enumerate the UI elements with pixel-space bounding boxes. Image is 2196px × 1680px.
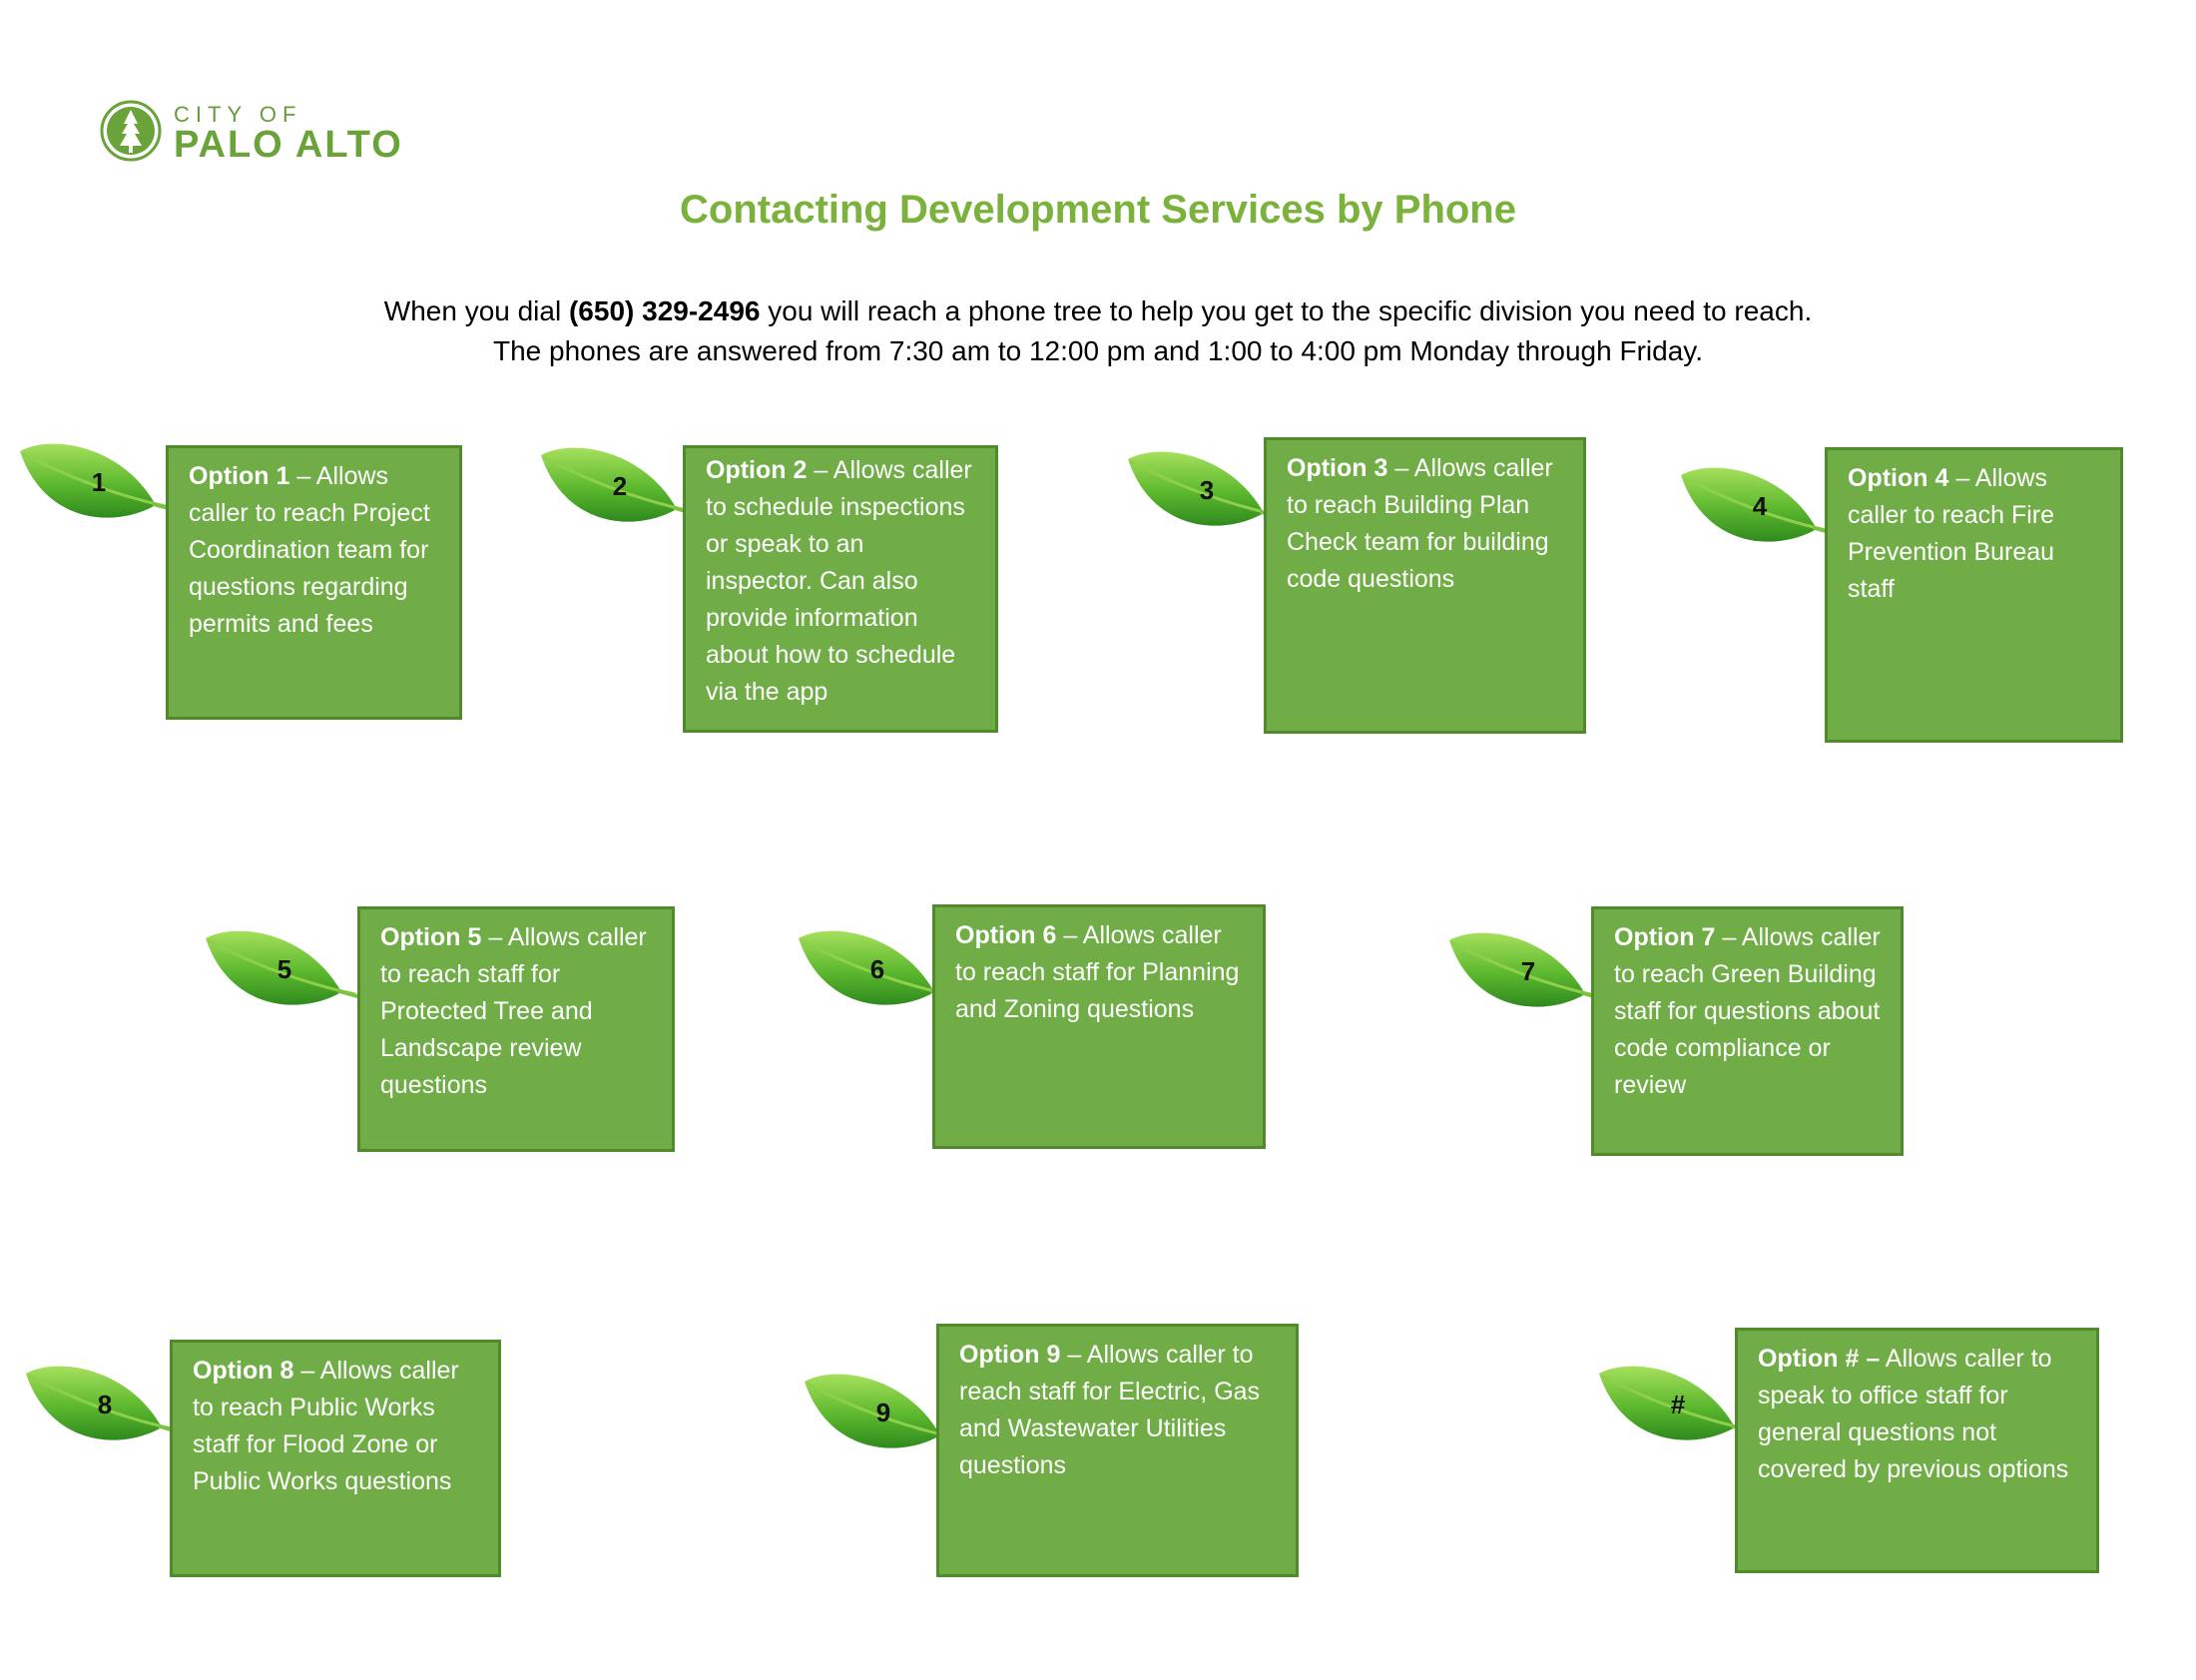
option-number: 4: [1752, 491, 1768, 521]
leaf-4: 4: [1675, 461, 1835, 561]
option-label: Option 3: [1287, 454, 1388, 482]
option-box-5: Option 5 – Allows caller to reach staff …: [357, 906, 675, 1152]
option-label: Option 2: [706, 456, 808, 484]
option-box-3: Option 3 – Allows caller to reach Buildi…: [1264, 437, 1586, 734]
page-title: Contacting Development Services by Phone: [680, 188, 1516, 232]
option-number: 3: [1199, 475, 1215, 505]
leaf-6: 6: [793, 924, 952, 1024]
option-text: – Allows caller to reach staff for Elect…: [959, 1341, 1261, 1479]
option-box-8: Option 8 – Allows caller to reach Public…: [170, 1340, 501, 1577]
logo-name-text: PALO ALTO: [174, 124, 403, 166]
option-text: Allows caller to speak to office staff f…: [1758, 1345, 2069, 1483]
option-box-1: Option 1 – Allows caller to reach Projec…: [166, 445, 462, 720]
option-text: – Allows caller to reach staff for Plann…: [955, 921, 1240, 1023]
option-number: 5: [276, 954, 292, 984]
phone-number: (650) 329-2496: [568, 295, 761, 326]
intro-post: you will reach a phone tree to help you …: [760, 295, 1813, 326]
option-number: 8: [97, 1390, 113, 1419]
intro-hours: The phones are answered from 7:30 am to …: [493, 335, 1703, 366]
option-label: Option 5: [380, 923, 482, 951]
logo-city-text: CITY OF: [174, 102, 302, 127]
option-label: Option 6: [955, 921, 1057, 949]
option-label: Option 8: [193, 1357, 294, 1385]
leaf-8: 8: [20, 1360, 180, 1459]
option-label: Option # –: [1758, 1345, 1881, 1373]
leaf-2: 2: [535, 441, 695, 541]
option-number: 9: [875, 1398, 891, 1427]
option-text: – Allows caller to reach Building Plan C…: [1287, 454, 1553, 593]
option-label: Option 4: [1848, 464, 1949, 492]
option-text: – Allows caller to reach Public Works st…: [193, 1357, 459, 1495]
intro-pre: When you dial: [383, 295, 569, 326]
option-box-4: Option 4 – Allows caller to reach Fire P…: [1825, 447, 2123, 743]
option-text: – Allows caller to reach Fire Prevention…: [1848, 464, 2055, 603]
option-box-2: Option 2 – Allows caller to schedule ins…: [683, 445, 998, 733]
leaf-5: 5: [200, 924, 359, 1024]
leaf-1: 1: [14, 437, 174, 537]
option-number: 6: [869, 954, 885, 984]
tree-seal-icon: [100, 100, 162, 162]
option-box-9: Option 9 – Allows caller to reach staff …: [936, 1324, 1299, 1577]
option-box-6: Option 6 – Allows caller to reach staff …: [932, 904, 1266, 1149]
city-logo: CITY OF PALO ALTO: [100, 98, 419, 170]
option-text: – Allows caller to reach staff for Prote…: [380, 923, 647, 1099]
option-label: Option 9: [959, 1341, 1061, 1369]
intro-text: When you dial (650) 329-2496 you will re…: [0, 291, 2196, 371]
option-text: – Allows caller to reach Project Coordin…: [189, 462, 430, 638]
leaf-icon: [206, 930, 359, 1005]
option-box-hash: Option # – Allows caller to speak to off…: [1735, 1328, 2099, 1573]
option-label: Option 7: [1614, 923, 1716, 951]
option-text: – Allows caller to schedule inspections …: [706, 456, 972, 706]
leaf-9: 9: [799, 1368, 958, 1467]
option-number: 7: [1520, 956, 1536, 986]
option-number: 1: [91, 467, 107, 497]
option-number: #: [1670, 1390, 1686, 1419]
option-label: Option 1: [189, 462, 290, 490]
leaf-hash: #: [1593, 1360, 1753, 1459]
option-box-7: Option 7 – Allows caller to reach Green …: [1591, 906, 1904, 1156]
option-number: 2: [612, 471, 628, 501]
leaf-7: 7: [1443, 926, 1603, 1026]
leaf-3: 3: [1122, 445, 1282, 545]
option-text: – Allows caller to reach Green Building …: [1614, 923, 1881, 1099]
